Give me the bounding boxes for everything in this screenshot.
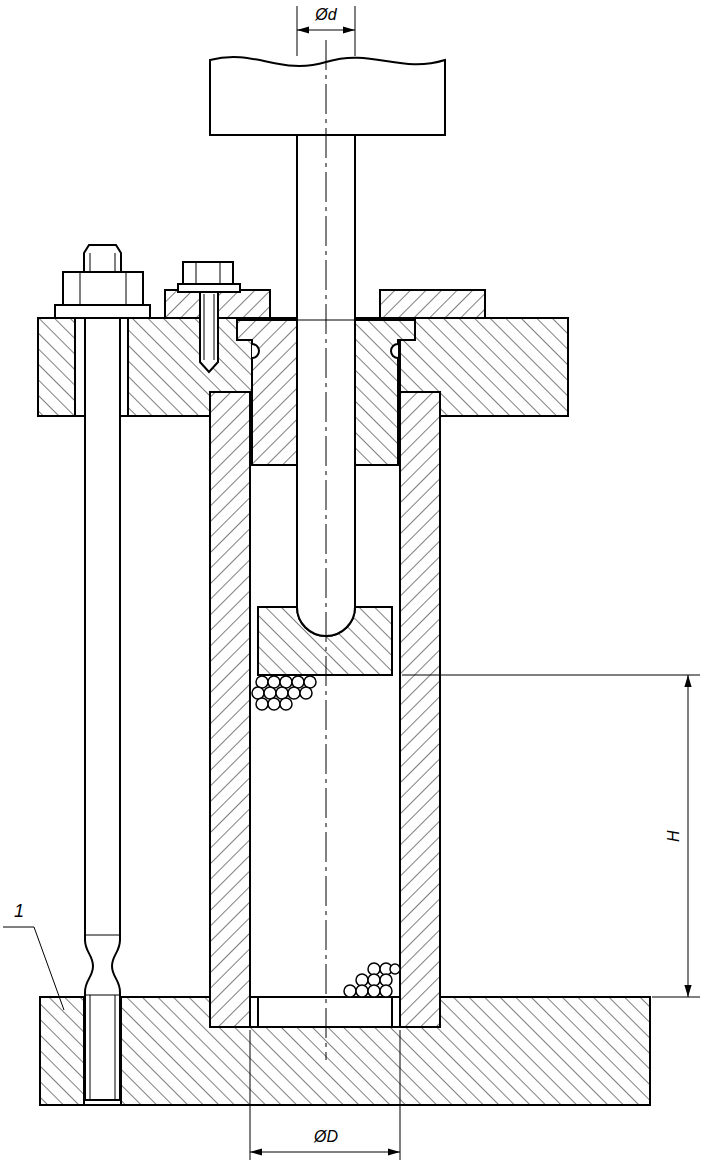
centre-line	[326, 40, 327, 1060]
steel-balls	[268, 676, 280, 688]
steel-balls	[280, 698, 292, 710]
base-plate	[258, 997, 392, 1027]
rammer-rod	[210, 57, 445, 636]
tie-stud	[55, 305, 150, 318]
mould-cylinder	[400, 392, 440, 1027]
fixing-screw	[204, 294, 205, 360]
steel-balls	[300, 687, 312, 699]
tie-stud	[126, 272, 127, 305]
tie-stud	[84, 245, 121, 272]
callout-number-holder: 1	[12, 902, 27, 922]
dimension-label-holder: ØD	[312, 1128, 340, 1146]
steel-balls	[256, 698, 268, 710]
steel-balls	[344, 985, 356, 997]
callout-number: 1	[12, 902, 26, 922]
tie-stud	[85, 935, 120, 936]
dimension-label: Ød	[313, 6, 338, 24]
leader-line	[3, 927, 64, 1010]
steel-balls	[252, 687, 264, 699]
dimension-lines	[297, 6, 298, 56]
steel-balls	[276, 687, 288, 699]
steel-balls	[288, 687, 300, 699]
fixing-screw	[183, 262, 233, 284]
dimension-lines	[652, 997, 700, 998]
dimension-lines	[297, 30, 355, 31]
steel-balls	[380, 974, 392, 986]
dimension-lines	[250, 1030, 251, 1160]
dimension-label-holder: H	[665, 828, 683, 844]
mould-cylinder	[210, 392, 250, 1027]
tie-stud	[115, 995, 116, 1100]
fixing-screw	[214, 294, 215, 360]
steel-balls	[368, 985, 380, 997]
steel-balls	[256, 676, 268, 688]
steel-balls	[292, 676, 304, 688]
guide-bushing	[237, 320, 297, 465]
base-plate	[40, 997, 650, 1105]
tie-stud	[63, 272, 143, 305]
guide-bushing	[252, 344, 259, 358]
dimension-lines	[688, 675, 689, 997]
dimension-label: H	[665, 829, 683, 845]
dimension-lines	[402, 675, 700, 676]
fixing-screw	[196, 262, 197, 284]
steel-balls	[268, 698, 280, 710]
dimension-label: ØD	[312, 1128, 340, 1146]
dimension-lines	[355, 6, 356, 56]
centre-line	[326, 40, 327, 1060]
guide-bushing	[391, 344, 398, 358]
base-plate	[40, 997, 650, 1105]
dimension-lines	[400, 1030, 401, 1160]
tie-stud	[85, 318, 120, 1100]
dimension-label-holder: Ød	[313, 6, 339, 24]
leader-line	[3, 927, 64, 1010]
tie-stud	[55, 245, 150, 1100]
fixing-screw	[200, 292, 218, 372]
steel-balls	[390, 964, 400, 974]
steel-balls	[304, 676, 316, 688]
tie-stud	[90, 995, 91, 1100]
steel-balls	[356, 974, 368, 986]
steel-balls	[356, 985, 368, 997]
tie-stud	[115, 253, 116, 272]
steel-balls	[264, 687, 276, 699]
steel-balls	[380, 985, 392, 997]
fixing-screw	[178, 262, 240, 372]
steel-balls	[368, 963, 380, 975]
tie-stud	[90, 253, 91, 272]
fixing-screw	[220, 262, 221, 284]
rammer-rod	[210, 57, 445, 135]
dimension-lines	[250, 1152, 400, 1153]
fixing-screw	[178, 284, 240, 292]
tie-stud	[80, 272, 81, 305]
guide-bushing	[355, 320, 415, 465]
cover-ring	[380, 290, 485, 318]
steel-balls	[368, 974, 380, 986]
tie-stud	[85, 995, 120, 996]
steel-balls	[280, 676, 292, 688]
dimension-lines	[250, 6, 700, 1160]
